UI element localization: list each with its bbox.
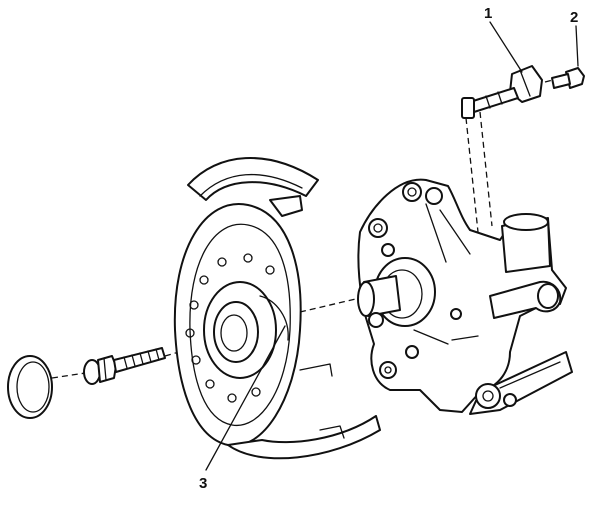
callout-3-label: 3: [199, 475, 207, 492]
sensor-bolt-icon: [551, 67, 585, 89]
leader-lines: [205, 21, 579, 471]
wheel-speed-sensor-icon: [461, 65, 543, 119]
bolt-icon: [83, 347, 166, 385]
callout-1-label: 1: [484, 5, 492, 22]
steering-knuckle-icon: [357, 178, 573, 415]
callout-2-label: 2: [570, 9, 578, 26]
dust-cap-icon: [7, 355, 53, 419]
brake-disc-icon: [173, 157, 381, 460]
